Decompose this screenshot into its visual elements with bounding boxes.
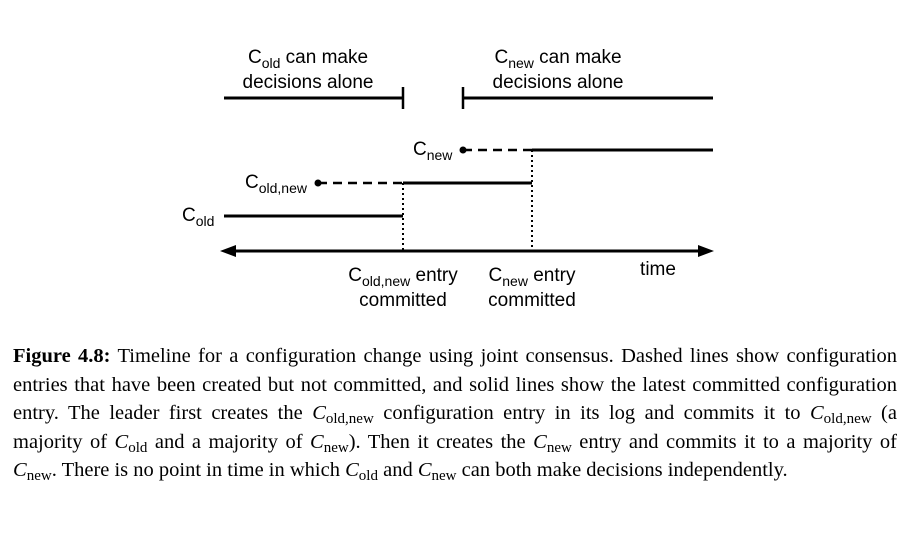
c-new-alone-label-line2: decisions alone — [493, 72, 624, 93]
caption-text: configuration entry in its log and commi… — [373, 402, 810, 424]
caption-text: (a majority of — [13, 402, 897, 453]
c-old-new-commit-event-label-line1: Cold,new entry — [348, 265, 458, 289]
c-old-alone-label-line1: Cold can make — [248, 47, 368, 71]
c-old-row-label: Cold — [182, 205, 214, 229]
caption-text: can both make decisions independently. — [456, 459, 788, 481]
time-axis-label: time — [640, 259, 676, 280]
caption-text: . There is no point in time in which — [51, 459, 346, 481]
caption-var: Cold,new — [809, 402, 872, 427]
caption-var: Cold — [114, 430, 148, 456]
c-new-alone-label-line1: Cnew can make — [494, 47, 621, 71]
caption-var: Cold,new — [312, 402, 374, 427]
caption-var: Cnew — [533, 430, 572, 456]
caption-var: Cnew — [417, 459, 457, 484]
caption-text: Timeline for a configuration change usin… — [13, 345, 897, 424]
c-old-new-row-label: Cold,new — [245, 172, 308, 196]
c-old-new-commit-event-label-line2: committed — [359, 290, 447, 311]
caption-text: and — [377, 459, 418, 481]
caption-text: entry and commits it to a majority of — [571, 430, 897, 453]
caption-text: ). Then it creates the — [348, 430, 534, 453]
c-new-row-label: Cnew — [413, 139, 453, 163]
caption-var: Cnew — [13, 459, 52, 484]
c-new-commit-event-label-line1: Cnew entry — [489, 265, 576, 289]
joint-consensus-timeline-diagram: Cold can make decisions alone Cnew can m… — [182, 47, 714, 311]
c-old-alone-label-line2: decisions alone — [243, 72, 374, 93]
time-axis-left-arrowhead — [220, 245, 236, 257]
figure-number: Figure 4.8: — [13, 345, 111, 367]
time-axis-right-arrowhead — [698, 245, 714, 257]
caption-var: Cnew — [310, 430, 349, 456]
caption-text: and a majority of — [147, 430, 310, 453]
c-new-commit-event-label-line2: committed — [488, 290, 576, 311]
figure-caption: Figure 4.8: Timeline for a configuration… — [13, 342, 897, 485]
caption-var: Cold — [345, 459, 378, 484]
